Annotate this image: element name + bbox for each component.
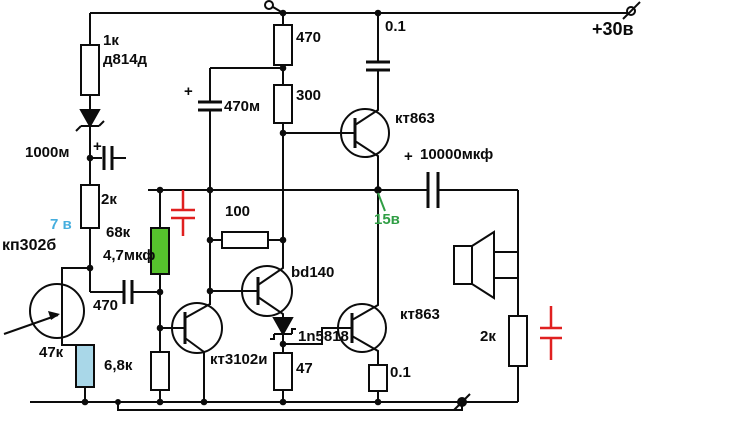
cap-01-top-plates [366,60,390,72]
label-v7: 7 в [50,216,72,233]
cap-1000m-plates [102,146,114,170]
label-kt863-bot: кт863 [400,306,440,323]
resistor-68k-body [150,227,170,275]
plus-sign-c470m: + [184,83,193,100]
resistor-1k-body [80,44,100,96]
jfet-kp302-circle [29,283,85,339]
label-kt3102: кт3102и [210,351,268,368]
label-r1k: 1к [103,32,119,49]
label-c01-top: 0.1 [385,18,406,35]
resistor-47k-body [75,344,95,388]
bd140-circle [241,265,293,317]
diodes [75,109,296,340]
kt863-top-leads [341,13,379,190]
label-power: +30в [592,19,634,39]
power-terminal-slash [622,1,641,20]
bd140-leads [210,240,284,318]
label-c4u7: 4,7мкф [103,247,156,264]
cap-4u7-plates [122,280,134,304]
cap-470m-plates [198,100,222,112]
schottky-1n5818-triangle [272,317,294,337]
cap-10000u-plates [426,172,440,208]
label-r470-top: 470 [296,29,322,46]
resistor-2k-right-body [508,315,528,367]
label-r6k8: 6,8к [104,357,133,374]
resistor-2k-left-body [80,184,100,229]
center-column-wire [209,13,341,240]
label-c470m: 470м [224,98,261,115]
label-jfet: кп302б [2,237,57,254]
return-wire [117,402,463,411]
zener-d814d-triangle [79,109,101,129]
resistor-470-top-body [273,24,293,66]
transistors [29,108,390,354]
label-r100: 100 [225,203,251,220]
resistor-300-body [273,84,293,124]
label-r47: 47 [296,360,313,377]
resistor-47-body [273,352,293,391]
speaker-leads [494,251,518,279]
terminals [264,0,641,411]
label-1n5818: 1n5818 [298,328,349,345]
jfet-gate-arrow-icon [48,311,60,320]
label-r47k: 47к [39,344,64,361]
plus-sign-c1000m: + [93,138,102,155]
speaker-body [453,245,473,285]
label-r01-bot: 0.1 [390,364,411,381]
junction-dots [81,9,466,406]
jfet-leads [3,267,90,402]
red-cap-right [540,306,562,360]
label-r68k: 68к [106,224,131,241]
resistor-100-body [221,231,269,249]
top-input-terminal-icon [264,0,274,10]
plus-sign-c10000: + [404,148,413,165]
speaker-icon [453,230,495,300]
label-kt863-top: кт863 [395,110,435,127]
resistors [75,24,528,392]
v15-pointer-line [377,192,386,212]
kt3102-circle [171,302,223,354]
label-r2k-right: 2к [480,328,496,345]
label-zener: д814д [103,51,148,68]
capacitors [102,60,440,304]
label-c1000m: 1000м [25,144,70,161]
label-r300: 300 [296,87,322,104]
label-v15: 15в [374,211,400,228]
label-bd140: bd140 [291,264,335,281]
label-r2k-left: 2к [101,191,117,208]
red-cap-left [171,190,195,236]
kt863-bot-circle [337,303,387,353]
resistor-6k8-body [150,351,170,391]
kt863-top-circle [340,108,390,158]
schottky-1n5818-bar [270,328,296,340]
speaker-horn [471,230,495,300]
label-c470-left: 470 [93,297,119,314]
label-c10000u: 10000мкф [420,146,494,163]
wire-network [3,6,628,411]
resistor-01-body [368,364,388,392]
zener-d814d-bar [75,120,105,132]
